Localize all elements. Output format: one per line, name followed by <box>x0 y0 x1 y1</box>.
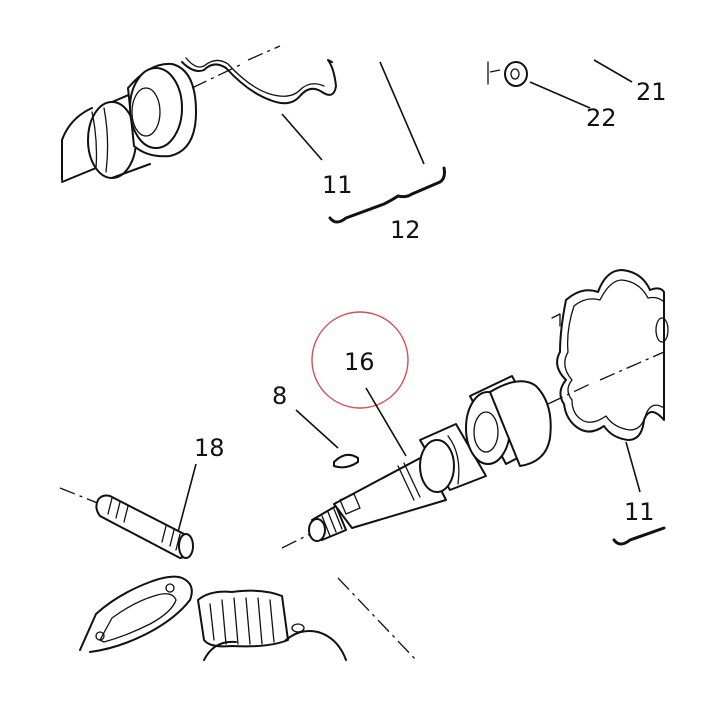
leader-11-right <box>625 441 641 493</box>
leader-12 <box>379 61 425 165</box>
leader-11-top <box>281 113 323 161</box>
upper-shaft-assembly <box>61 62 197 183</box>
stud-18 <box>95 494 194 559</box>
leader-21 <box>593 59 633 83</box>
brace-11-right <box>612 526 666 546</box>
gasket-11-top <box>181 59 337 105</box>
leader-8 <box>295 409 339 449</box>
callout-22: 22 <box>586 104 617 132</box>
shaft-16 <box>308 375 552 542</box>
highlight-circle-16 <box>311 311 409 409</box>
callout-21: 21 <box>636 78 667 106</box>
callout-11-right: 11 <box>624 498 655 526</box>
gasket-11-right <box>551 269 669 441</box>
callout-18: 18 <box>194 434 225 462</box>
stud-centerline <box>59 487 101 505</box>
leader-22 <box>529 81 591 109</box>
brace-12 <box>328 166 446 224</box>
housing-centerline <box>337 577 417 661</box>
callout-12: 12 <box>390 216 421 244</box>
key-8 <box>333 453 359 469</box>
callout-16: 16 <box>344 348 375 376</box>
leader-16 <box>365 387 407 457</box>
washer-22 <box>487 61 528 87</box>
pump-housing <box>79 575 347 661</box>
leader-18 <box>177 463 197 533</box>
callout-8: 8 <box>272 382 287 410</box>
callout-11-top: 11 <box>322 171 353 199</box>
